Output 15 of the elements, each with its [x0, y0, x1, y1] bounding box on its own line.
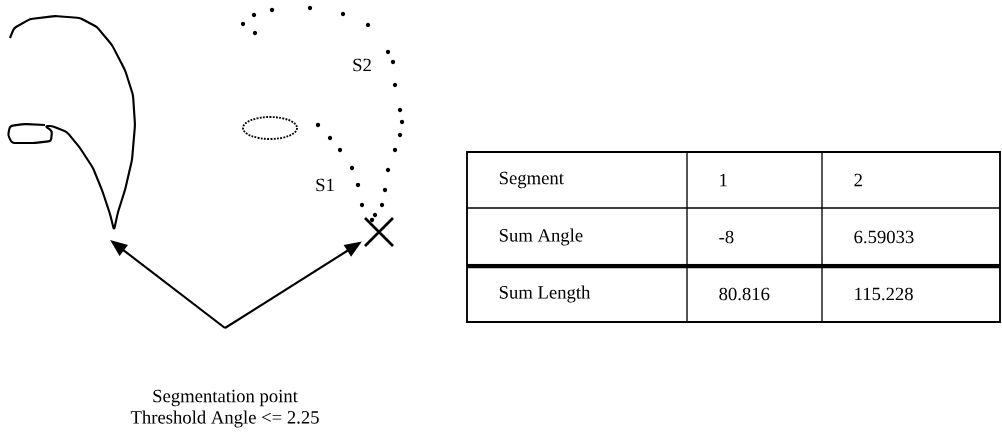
table-cell: 2 [854, 173, 862, 187]
caption: Segmentation point [153, 389, 298, 407]
stroke-label: S1 [316, 178, 334, 192]
dotted-stroke-drawing [240, 5, 405, 248]
table-cell: Sum Length [499, 285, 591, 303]
table-cell: 80.816 [719, 287, 770, 301]
table-cell: 115.228 [855, 287, 913, 301]
table-cell: -8 [719, 230, 734, 244]
pen-stroke-drawing [7, 15, 136, 229]
table-cell: Sum Angle [499, 228, 583, 246]
table-cell: 1 [720, 173, 727, 187]
caption: Threshold Angle <= 2.25 [130, 410, 319, 428]
table-cell: Segment [499, 171, 564, 189]
table-cell: 6.59033 [854, 230, 914, 244]
stroke-label: S2 [353, 58, 371, 72]
